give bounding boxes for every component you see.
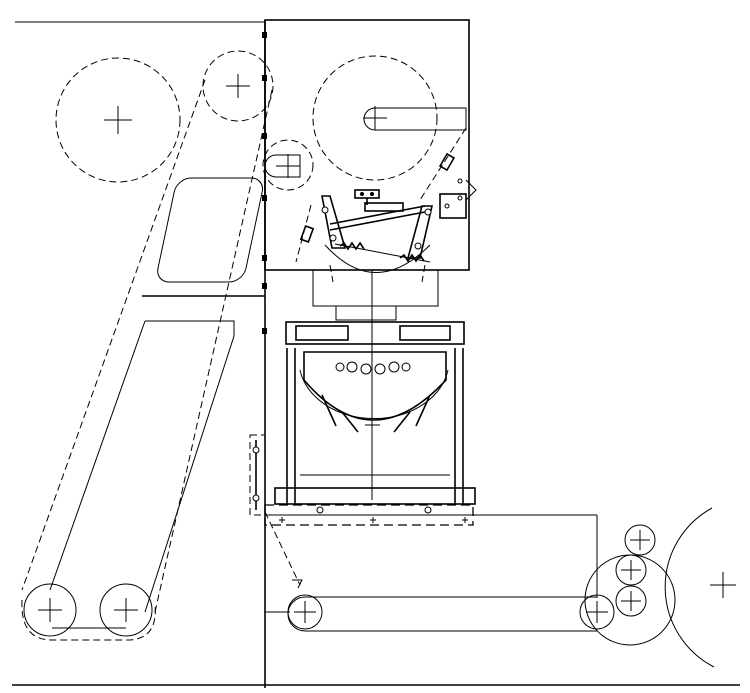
output-conveyor-roller-left	[287, 594, 323, 630]
cabinet-bolts	[262, 32, 267, 334]
output-conveyor-roller-right	[579, 594, 615, 630]
tension-reel	[312, 55, 467, 181]
guide-roller-small	[262, 139, 314, 191]
feed-conveyor-roller-left	[23, 583, 77, 637]
linkage-assembly	[295, 127, 477, 283]
drum-housing	[285, 269, 465, 500]
feed-conveyor-roller-right	[99, 583, 153, 637]
feed-conveyor	[21, 79, 273, 641]
output-conveyor	[265, 514, 598, 632]
guide-roller-top	[202, 50, 274, 122]
roller-cluster	[584, 507, 736, 668]
mixing-drum	[299, 351, 449, 433]
side-bracket	[249, 434, 303, 589]
large-reel	[55, 57, 181, 183]
support-frame	[264, 348, 476, 526]
